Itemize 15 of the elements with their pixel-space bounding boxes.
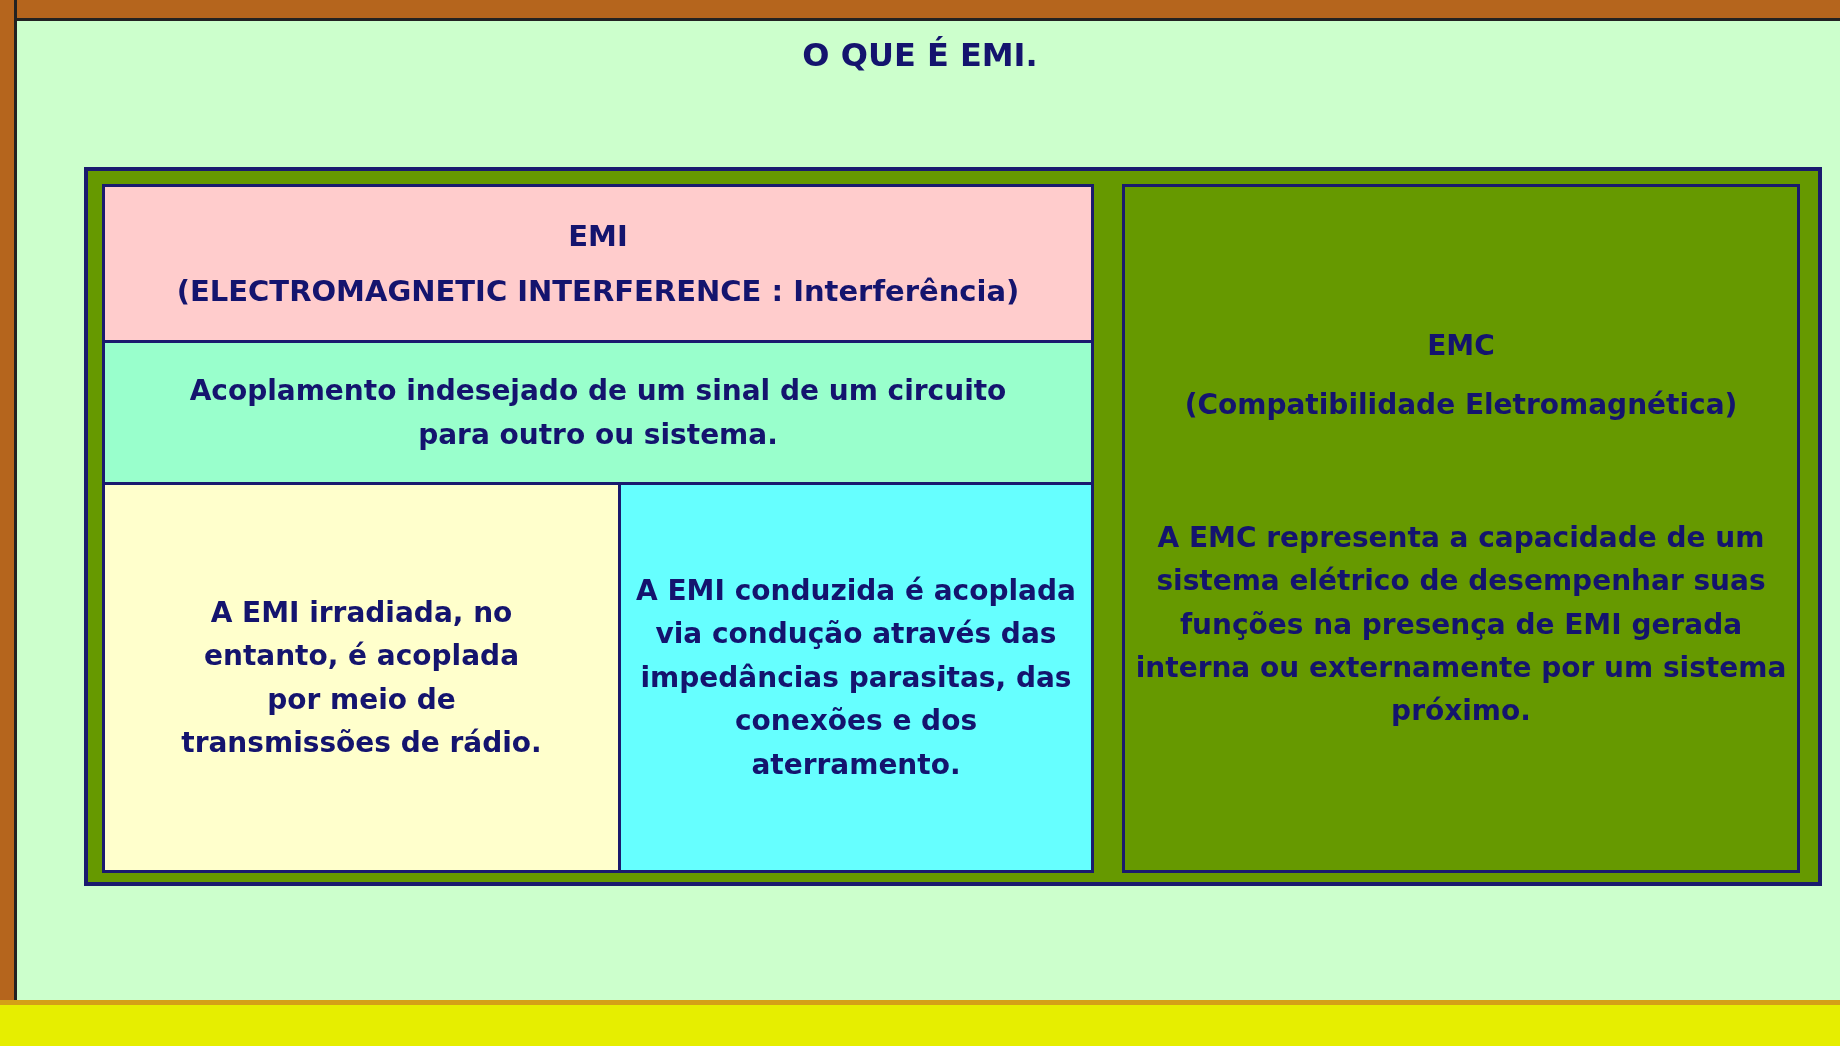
heading: EMC — [1427, 328, 1495, 365]
subheading: (Compatibilidade Eletromagnética) — [1184, 386, 1738, 423]
text-box — [102, 482, 621, 873]
text-box — [1122, 184, 1800, 873]
body-text: A EMI conduzida é acoplada via condução através das impedâncias parasitas, das conexões e dos aterramento. — [635, 573, 1077, 783]
panel-background — [84, 167, 1822, 886]
title: O QUE É EMI. — [801, 36, 1039, 74]
subheading: (ELECTROMAGNETIC INTERFERENCE : Interferência) — [176, 272, 1020, 310]
definition-box — [102, 340, 1094, 485]
header-box — [102, 184, 1094, 343]
text-box — [618, 482, 1094, 873]
body-text: A EMC representa a capacidade de um sistema elétrico de desempenhar suas funções na presença de EMI gerada interna ou externamente por um sistema próximo. — [1135, 519, 1787, 730]
body-text: Acoplamento indesejado de um sinal de um circuito para outro ou sistema. — [188, 373, 1008, 453]
body-text: A EMI irradiada, no entanto, é acoplada por meio de transmissões de rádio. — [180, 594, 543, 761]
heading: EMI — [568, 217, 628, 255]
